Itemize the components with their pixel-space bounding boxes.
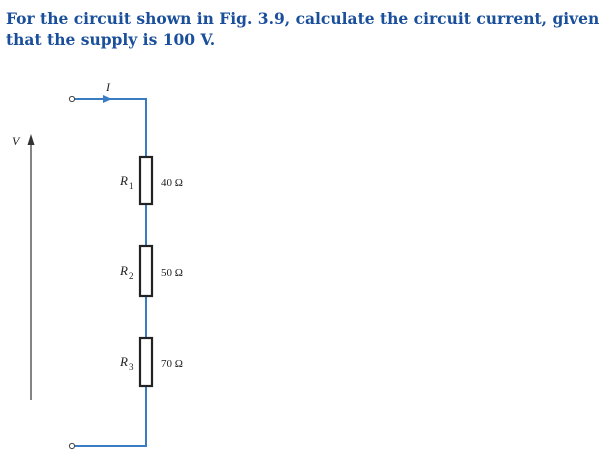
wire-bottom — [75, 386, 147, 447]
resistor-r2-subscript: 2 — [129, 271, 134, 281]
resistor-r2-value: 50 Ω — [161, 267, 183, 279]
resistor-r1-subscript: 1 — [129, 181, 134, 191]
question-line-2: that the supply is 100 V. — [6, 30, 216, 49]
question-text: For the circuit shown in Fig. 3.9, calcu… — [6, 8, 599, 50]
voltage-arrow-icon — [27, 134, 35, 145]
resistor-r3 — [138, 336, 154, 388]
question-line-1: For the circuit shown in Fig. 3.9, calcu… — [6, 9, 599, 28]
voltage-label: V — [12, 134, 21, 148]
wire-top — [75, 98, 147, 157]
resistor-r1 — [138, 155, 154, 206]
resistor-r2 — [138, 244, 154, 298]
resistor-r3-value: 70 Ω — [161, 358, 183, 370]
bottom-terminal — [68, 442, 76, 450]
resistor-r1-name: R — [119, 173, 128, 188]
resistor-r1-value: 40 Ω — [161, 177, 183, 189]
resistor-r3-subscript: 3 — [129, 362, 134, 372]
top-terminal — [68, 95, 76, 103]
resistor-r2-name: R — [119, 263, 128, 278]
current-label: I — [105, 80, 111, 94]
resistor-r3-name: R — [119, 354, 128, 369]
current-arrow-icon — [103, 95, 112, 103]
